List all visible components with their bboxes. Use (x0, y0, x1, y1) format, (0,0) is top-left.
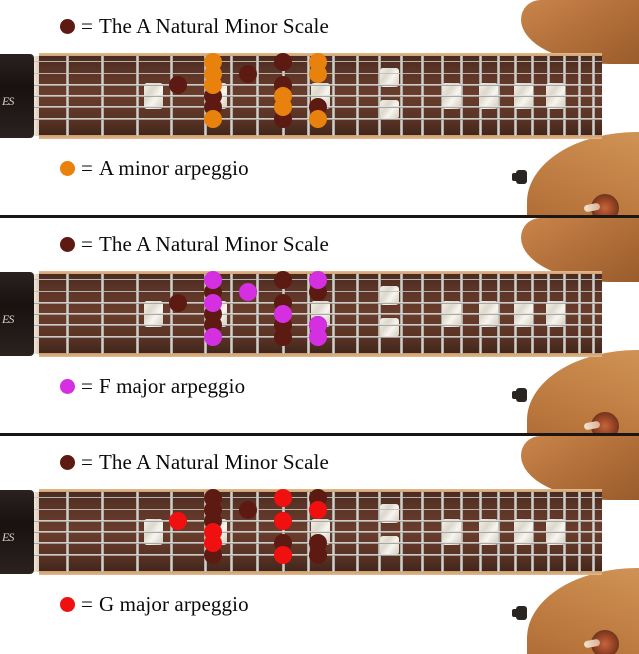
arpeggio-note-dot-4 (239, 283, 257, 301)
arpeggio-note-dot-8 (309, 65, 327, 83)
arpeggio-note-dot-6 (274, 546, 292, 564)
arpeggio-note-dot-5 (274, 305, 292, 323)
pickup-selector-switch-2 (591, 412, 619, 436)
arpeggio-note-dot-6 (274, 98, 292, 116)
strap-button-1 (512, 170, 527, 184)
arpeggio-note-dot-7 (309, 501, 327, 519)
strap-button-3 (512, 606, 527, 620)
scale-note-dot-5 (274, 53, 292, 71)
scale-note-dot-5 (239, 501, 257, 519)
fret-inlay-12-2 (380, 318, 399, 337)
headstock-1: ES (0, 54, 34, 138)
legend-arpeggio-row-3: = G major arpeggio (60, 594, 249, 615)
legend-scale-label-3: The A Natural Minor Scale (98, 450, 329, 474)
legend-equals-6: = (81, 592, 93, 616)
panel-f-major: = The A Natural Minor Scale ES = F major… (0, 218, 639, 436)
fretboard-edge-bottom-3 (39, 571, 602, 575)
scale-note-dot-9 (274, 328, 292, 346)
fret-inlay-12-1 (380, 68, 399, 87)
guitar-neck-2: ES (0, 218, 639, 436)
legend-scale-label-1: The A Natural Minor Scale (98, 14, 329, 38)
legend-scale-dot-icon (60, 19, 75, 34)
headstock-2: ES (0, 272, 34, 356)
arpeggio-note-dot-3 (204, 328, 222, 346)
arpeggio-note-dot-6 (309, 271, 327, 289)
guitar-neck-1: ES (0, 0, 639, 218)
legend-arpeggio-label-2: F major arpeggio (98, 374, 246, 398)
fret-inlay-12-2 (380, 100, 399, 119)
scale-note-dot-6 (274, 271, 292, 289)
string-3 (34, 302, 602, 304)
panel-g-major: = The A Natural Minor Scale ES = G major… (0, 436, 639, 654)
legend-scale-label-2: The A Natural Minor Scale (98, 232, 329, 256)
arpeggio-note-dot-2 (204, 294, 222, 312)
arpeggio-note-dot-3 (204, 534, 222, 552)
panel-a-minor: = The A Natural Minor Scale ES = A minor… (0, 0, 639, 218)
headstock-logo-1: ES (2, 94, 14, 108)
legend-scale-row-2: = The A Natural Minor Scale (60, 234, 329, 255)
headstock-logo-2: ES (2, 312, 14, 326)
legend-equals-2: = (81, 156, 93, 180)
legend-scale-row-3: = The A Natural Minor Scale (60, 452, 329, 473)
pickup-selector-switch-1 (591, 194, 619, 218)
string-3 (34, 520, 602, 522)
scale-note-dot-1 (169, 76, 187, 94)
legend-arpeggio-row-2: = F major arpeggio (60, 376, 245, 397)
arpeggio-note-dot-3 (204, 76, 222, 94)
legend-arpeggio-label-1: A minor arpeggio (98, 156, 249, 180)
string-3 (34, 84, 602, 86)
string-4 (34, 313, 602, 315)
panel-separator-2 (0, 433, 639, 436)
arpeggio-note-dot-1 (204, 271, 222, 289)
scale-note-dot-1 (169, 294, 187, 312)
legend-arpeggio-row-1: = A minor arpeggio (60, 158, 249, 179)
fretboard-edge-bottom-2 (39, 353, 602, 357)
arpeggio-note-dot-8 (309, 328, 327, 346)
legend-arpeggio-dot-icon (60, 379, 75, 394)
guitar-body-lower-1 (527, 132, 639, 218)
strap-button-2 (512, 388, 527, 402)
legend-equals-1: = (81, 14, 93, 38)
legend-equals-4: = (81, 374, 93, 398)
arpeggio-note-dot-9 (309, 110, 327, 128)
guitar-neck-3: ES (0, 436, 639, 654)
string-4 (34, 95, 602, 97)
scale-note-dot-10 (309, 546, 327, 564)
arpeggio-note-dot-5 (274, 512, 292, 530)
guitar-body-lower-2 (527, 350, 639, 436)
arpeggio-note-dot-4 (204, 110, 222, 128)
legend-scale-row-1: = The A Natural Minor Scale (60, 16, 329, 37)
string-4 (34, 531, 602, 533)
fret-inlay-12-1 (380, 286, 399, 305)
panel-separator-1 (0, 215, 639, 218)
arpeggio-note-dot-1 (169, 512, 187, 530)
headstock-3: ES (0, 490, 34, 574)
fret-inlay-12-2 (380, 536, 399, 555)
headstock-logo-3: ES (2, 530, 14, 544)
legend-equals-3: = (81, 232, 93, 256)
arpeggio-note-dot-4 (274, 489, 292, 507)
scale-note-dot-4 (239, 65, 257, 83)
legend-arpeggio-dot-icon (60, 161, 75, 176)
legend-scale-dot-icon (60, 237, 75, 252)
fretboard-edge-bottom-1 (39, 135, 602, 139)
guitar-body-lower-3 (527, 568, 639, 654)
fret-inlay-12-1 (380, 504, 399, 523)
legend-arpeggio-dot-icon (60, 597, 75, 612)
pickup-selector-switch-3 (591, 630, 619, 654)
legend-equals-5: = (81, 450, 93, 474)
legend-arpeggio-label-3: G major arpeggio (98, 592, 249, 616)
legend-scale-dot-icon (60, 455, 75, 470)
